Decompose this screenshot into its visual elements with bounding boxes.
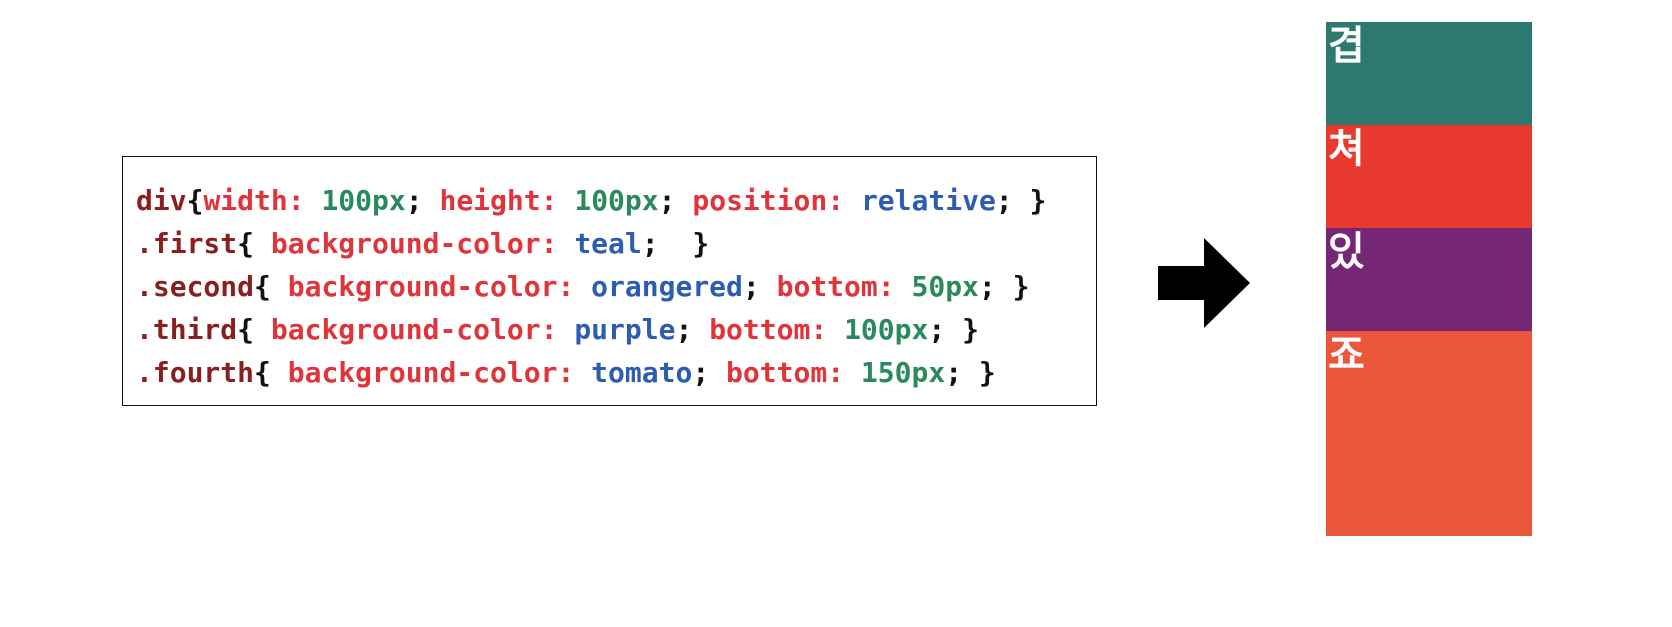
code-token-punct: ;: [405, 184, 440, 217]
block-label: 쳐: [1328, 126, 1365, 172]
css-code-lines: div{width: 100px; height: 100px; positio…: [136, 179, 1046, 394]
code-token-selector: .first: [136, 227, 238, 260]
code-token-number: 50px: [911, 270, 979, 303]
result-block: 겹: [1326, 22, 1532, 125]
code-token-selector: div: [136, 184, 187, 217]
code-token-punct: {: [237, 313, 271, 346]
code-token-keyword: relative: [860, 184, 996, 217]
code-token-punct: [895, 270, 912, 303]
code-token-punct: [574, 270, 591, 303]
code-token-punct: ; }: [945, 356, 996, 389]
code-token-property: width:: [203, 184, 305, 217]
code-token-keyword: teal: [574, 227, 642, 260]
code-token-number: 100px: [844, 313, 929, 346]
code-token-punct: [844, 184, 861, 217]
code-token-punct: [557, 313, 574, 346]
code-token-property: height:: [439, 184, 558, 217]
right-arrow-icon: [1158, 238, 1250, 328]
code-token-punct: [574, 356, 591, 389]
code-token-punct: ; }: [928, 313, 979, 346]
code-token-property: bottom:: [726, 356, 845, 389]
result-block: 있: [1326, 228, 1532, 331]
code-token-property: background-color:: [287, 270, 575, 303]
result-block: 죠: [1326, 331, 1532, 536]
code-token-punct: ; }: [641, 227, 710, 260]
block-label: 있: [1328, 229, 1365, 275]
code-token-punct: ; }: [978, 270, 1030, 303]
code-token-property: bottom:: [709, 313, 828, 346]
code-token-property: background-color:: [270, 313, 558, 346]
code-token-number: 100px: [574, 184, 659, 217]
code-line: .first{ background-color: teal; }: [136, 222, 1046, 265]
code-token-keyword: purple: [574, 313, 676, 346]
code-token-keyword: orangered: [591, 270, 743, 303]
code-token-punct: {: [237, 227, 271, 260]
code-token-punct: {: [254, 356, 288, 389]
code-token-punct: {: [254, 270, 288, 303]
code-line: .second{ background-color: orangered; bo…: [136, 265, 1046, 308]
block-label: 죠: [1328, 332, 1365, 378]
code-token-punct: [305, 184, 322, 217]
code-token-punct: ;: [658, 184, 693, 217]
code-token-punct: ; }: [995, 184, 1047, 217]
code-token-punct: ;: [742, 270, 777, 303]
code-token-property: background-color:: [270, 227, 558, 260]
code-token-punct: [844, 356, 861, 389]
code-token-punct: ;: [692, 356, 727, 389]
code-line: .third{ background-color: purple; bottom…: [136, 308, 1046, 351]
code-token-property: position:: [692, 184, 845, 217]
block-label: 겹: [1328, 23, 1365, 69]
code-token-punct: [827, 313, 844, 346]
code-line: div{width: 100px; height: 100px; positio…: [136, 179, 1046, 222]
code-token-number: 100px: [321, 184, 406, 217]
code-token-punct: [557, 184, 574, 217]
code-token-punct: ;: [675, 313, 710, 346]
code-token-punct: {: [186, 184, 204, 217]
code-token-selector: .second: [136, 270, 255, 303]
code-token-selector: .fourth: [136, 356, 255, 389]
result-block: 쳐: [1326, 125, 1532, 228]
code-token-keyword: tomato: [591, 356, 693, 389]
code-line: .fourth{ background-color: tomato; botto…: [136, 351, 1046, 394]
css-code-box: div{width: 100px; height: 100px; positio…: [122, 156, 1097, 406]
code-token-punct: [557, 227, 574, 260]
code-token-selector: .third: [136, 313, 238, 346]
code-token-property: background-color:: [287, 356, 575, 389]
code-token-property: bottom:: [776, 270, 895, 303]
code-token-number: 150px: [860, 356, 946, 389]
